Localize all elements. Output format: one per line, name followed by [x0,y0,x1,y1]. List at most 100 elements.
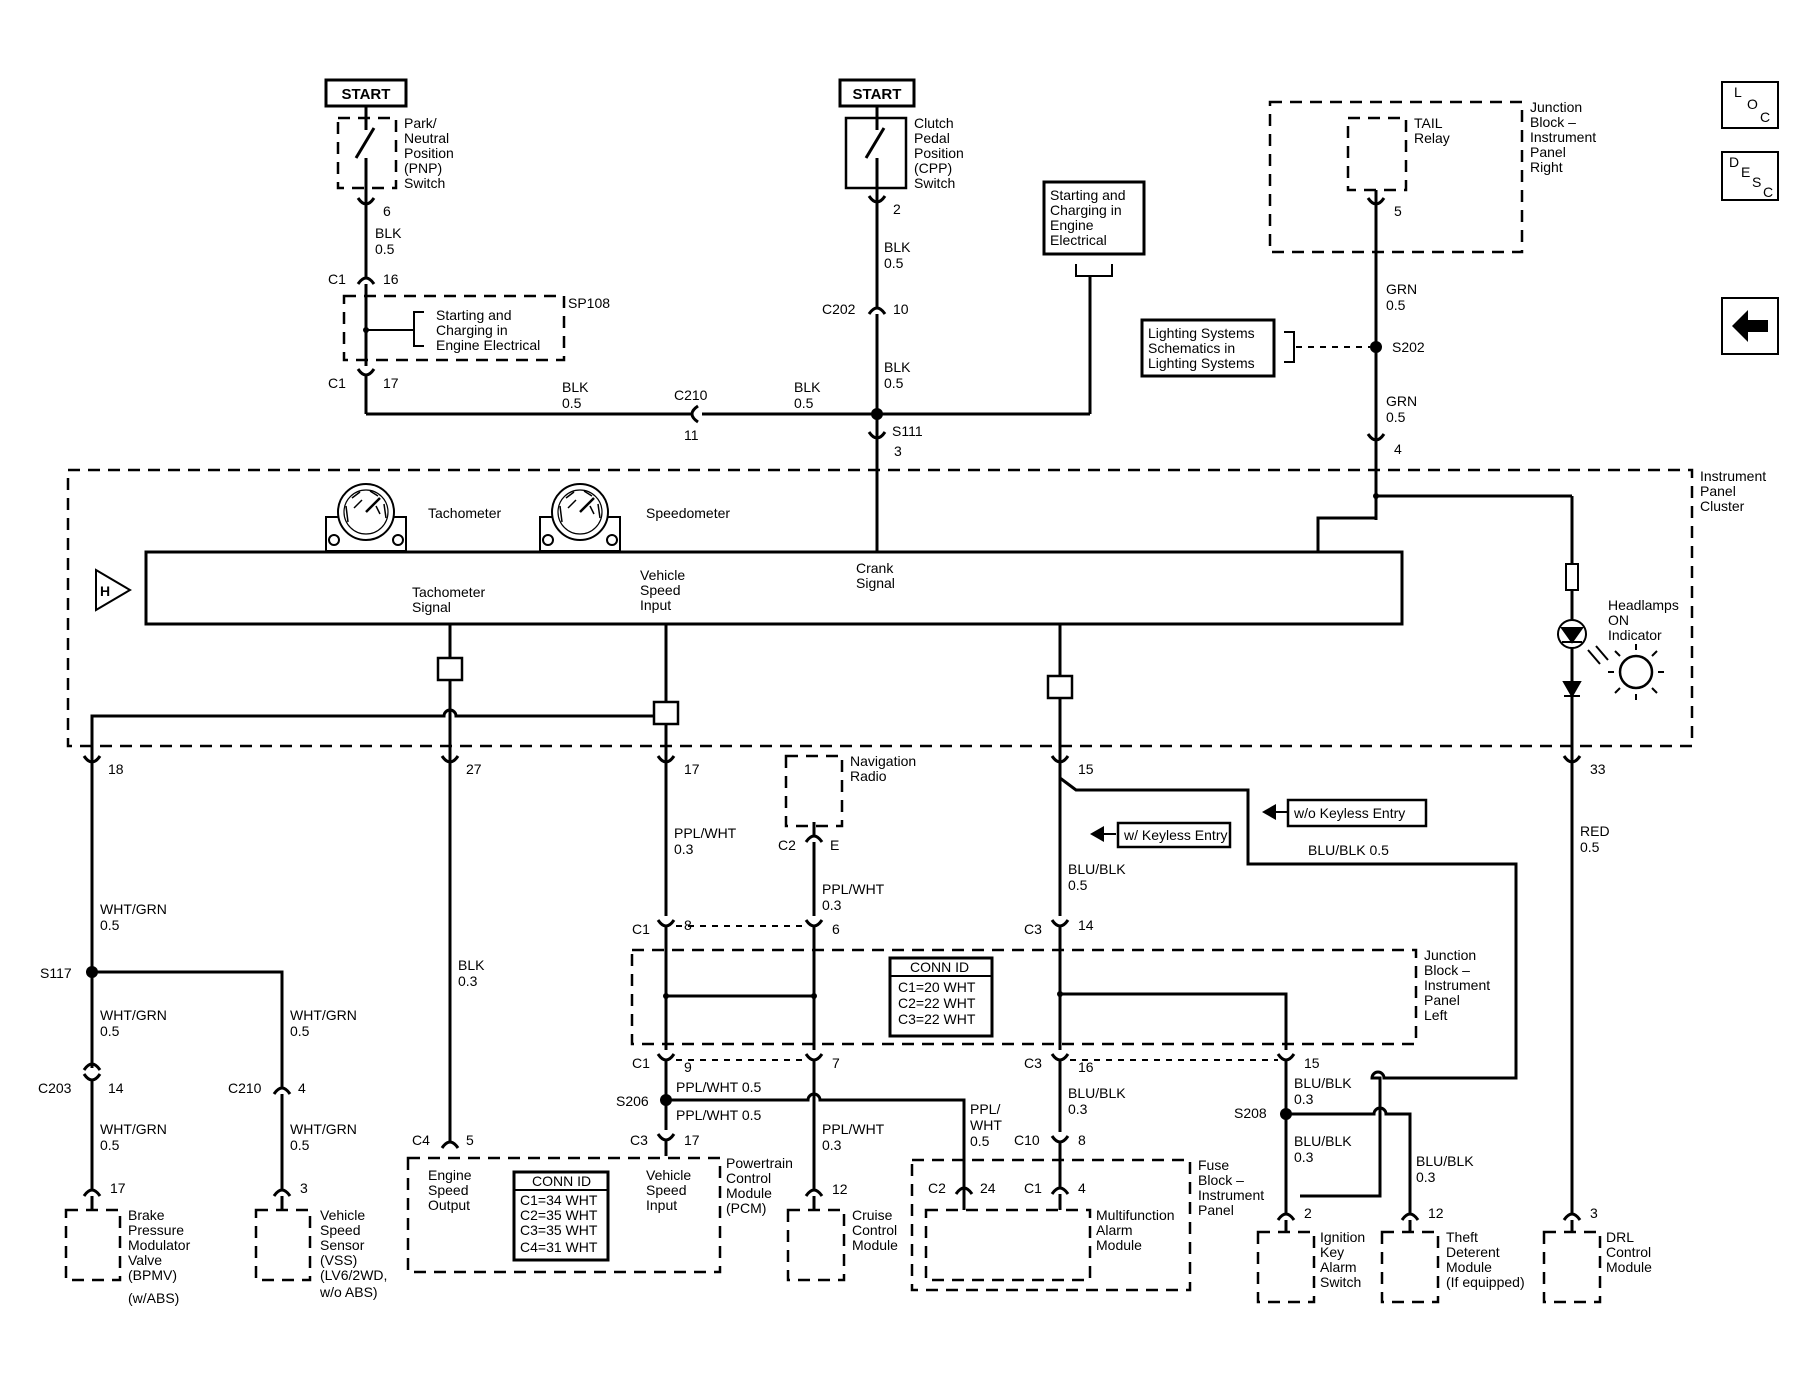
starting-charging-ref-label: Starting and Charging in Engine Electric… [1050,187,1126,248]
svg-text:Engine: Engine [428,1167,472,1183]
c10-pin: 8 [1078,1132,1086,1148]
c1-16-pin: 16 [383,271,399,287]
s111-pin: 3 [894,443,902,459]
svg-text:Alarm: Alarm [1320,1259,1357,1275]
c3-16-pin: 16 [1078,1059,1094,1075]
c4-conn: C4 [412,1132,430,1148]
c203-pin: 14 [108,1080,124,1096]
svg-text:(VSS): (VSS) [320,1252,357,1268]
tail-relay-label: TAIL [1414,115,1443,131]
cruise-control-label: Cruise Control Module [852,1207,898,1253]
svg-text:Crank: Crank [856,560,894,576]
svg-text:Schematics in: Schematics in [1148,340,1235,356]
keyless-entry-label: w/ Keyless Entry [1123,827,1227,843]
svg-text:Sensor: Sensor [320,1237,365,1253]
c3-14-conn: C3 [1024,921,1042,937]
svg-text:Park/: Park/ [404,115,437,131]
start-label-left: START [342,86,391,103]
c3-17-conn: C3 [630,1132,648,1148]
sp108-box [342,294,566,362]
sp108-ref-label: Starting and Charging in Engine Electric… [436,307,540,353]
loc-button[interactable]: L O C [1721,81,1779,129]
desc-s: S [1752,174,1761,190]
svg-text:Module: Module [726,1185,772,1201]
c2-wire-size: 0.5 [970,1133,990,1149]
drl-pin: 3 [1590,1205,1598,1221]
tail-wire-size: 0.5 [1386,297,1406,313]
svg-text:Starting and: Starting and [436,307,512,323]
pin18-wire-color: WHT/GRN [100,901,167,917]
svg-text:Pedal: Pedal [914,130,950,146]
svg-text:C4=31 WHT: C4=31 WHT [520,1239,598,1255]
s208-wire-size: 0.3 [1294,1091,1314,1107]
svg-text:Instrument: Instrument [1198,1187,1264,1203]
cpp-wire-size: 0.5 [884,255,904,271]
svg-text:Input: Input [640,597,671,613]
c1-8-conn: C1 [632,921,650,937]
mid-bus-wire-size: 0.5 [794,395,814,411]
c1-9-conn: C1 [632,1055,650,1071]
svg-text:Module: Module [1606,1259,1652,1275]
svg-text:Panel: Panel [1424,992,1460,1008]
ign-wire-color: BLU/BLK [1294,1133,1352,1149]
c2-wire-color-2: WHT [970,1117,1002,1133]
tail-relay-box [1346,116,1408,192]
vss-wire-size: 0.5 [290,1137,310,1153]
multifunction-alarm-box [924,1208,1092,1282]
no-keyless-wire: BLU/BLK 0.5 [1308,842,1389,858]
svg-text:Key: Key [1320,1244,1344,1260]
tail-pin: 5 [1394,203,1402,219]
svg-text:Panel: Panel [1530,144,1566,160]
svg-text:Brake: Brake [128,1207,165,1223]
navigation-radio-box [784,754,844,828]
c4-pin: 5 [466,1132,474,1148]
svg-text:Pressure: Pressure [128,1222,184,1238]
svg-text:(PNP): (PNP) [404,160,442,176]
c1-6-pin: 6 [832,921,840,937]
cruise-pin: 12 [832,1181,848,1197]
svg-text:Speed: Speed [646,1182,686,1198]
s202-wire-size: 0.5 [1386,409,1406,425]
svg-text:Control: Control [1606,1244,1651,1260]
c202-pin: 10 [893,301,909,317]
bpmv-wire-size: 0.5 [100,1137,120,1153]
svg-text:Starting and: Starting and [1050,187,1126,203]
cpp-pin: 2 [893,201,901,217]
vss-pin: 3 [300,1180,308,1196]
svg-text:Alarm: Alarm [1096,1222,1133,1238]
svg-text:Theft: Theft [1446,1229,1478,1245]
svg-text:Signal: Signal [856,575,895,591]
c10-wire-size: 0.3 [1068,1101,1088,1117]
c3-17-pin: 17 [684,1132,700,1148]
svg-text:Engine Electrical: Engine Electrical [436,337,540,353]
svg-text:Speed: Speed [428,1182,468,1198]
headlamp-indicator-label: Headlamps ON Indicator [1608,597,1679,643]
c2e-pin: E [830,837,839,853]
desc-d: D [1729,154,1739,170]
svg-text:Charging in: Charging in [1050,202,1122,218]
desc-c: C [1763,184,1773,200]
back-arrow-button[interactable] [1721,297,1779,355]
pnp-wire-size: 0.5 [375,241,395,257]
fuse-block-ip [910,1158,1192,1292]
ignition-key-alarm-box [1256,1230,1316,1304]
pcm-box [406,1156,722,1274]
c210-pin: 11 [684,427,699,443]
cruise-control-box [786,1208,846,1282]
svg-text:Clutch: Clutch [914,115,954,131]
svg-text:Lighting Systems: Lighting Systems [1148,325,1255,341]
c10-conn: C10 [1014,1132,1040,1148]
pcm-conn-id-box [512,1170,610,1262]
theft-wire-size: 0.3 [1416,1169,1436,1185]
svg-text:Block –: Block – [1424,962,1470,978]
desc-button[interactable]: D E S C [1721,151,1779,201]
loc-c: C [1760,109,1770,125]
svg-text:Right: Right [1530,159,1563,175]
nav-wire-size: 0.3 [822,897,842,913]
svg-text:Vehicle: Vehicle [646,1167,691,1183]
svg-text:Block –: Block – [1198,1172,1244,1188]
tach-signal-label: Tachometer Signal [412,584,485,615]
